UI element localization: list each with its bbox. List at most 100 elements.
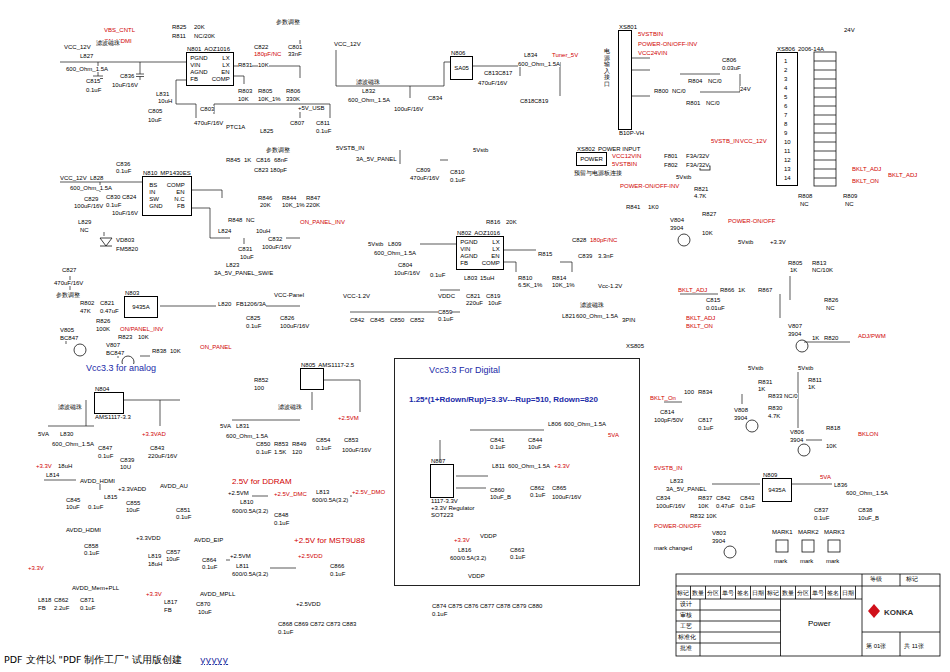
schematic-label: VDDC [438,293,455,299]
part-name: N807 [431,458,445,464]
schematic-label: 标准化 [678,634,696,640]
schematic-label: 0.47uF [100,308,119,314]
schematic-label: 5Vstb [798,365,813,371]
schematic-label: AVDD_EIP [194,537,223,543]
schematic-label: 5VSTBIN [638,31,663,37]
schematic-label: 600/0.5A(3.2) [232,571,268,577]
schematic-label: POWER-ON/OFF [654,523,701,529]
schematic-label: L813 [316,489,329,495]
pin-name: COMP [482,260,500,267]
schematic-label: C826 [280,315,294,321]
schematic-label: 4 [784,85,787,91]
schematic-label: VCC24VIN [638,50,667,56]
schematic-label: C842 [350,317,364,323]
schematic-label: ON/PANEL_INV [120,326,163,332]
schematic-label: C818 [520,98,534,104]
schematic-label: 1K [738,287,745,293]
schematic-label: 滤波磁珠 [580,302,604,308]
schematic-label: 0.1uF [80,605,95,611]
schematic-label: BKLT_ON [686,323,713,329]
schematic-label: L831 [236,423,249,429]
schematic-label: C850 [256,441,270,447]
schematic-label: R814 [552,275,566,281]
schematic-label: 0.1uF [98,453,113,459]
schematic-label: C853 [344,437,358,443]
schematic-label: C816 [256,157,270,163]
schematic-label: BKLON [858,431,878,437]
component-box: N8039435A [124,296,158,318]
schematic-label: 0.1uF [106,202,121,208]
schematic-label: 0.1uF [432,611,447,617]
schematic-label: R823 [118,334,132,340]
schematic-label: 0.1uF [814,515,829,521]
wire [232,380,360,420]
schematic-label: 100uF/16V [656,503,685,509]
pin-name: PGND [460,239,477,246]
schematic-label: L806 [548,421,561,427]
wire [60,40,330,118]
mark-symbol [828,540,840,552]
schematic-label: Power [808,620,831,628]
schematic-label: VBS_CNTL [104,27,135,33]
schematic-label: AVDD_HDMI [66,527,101,533]
schematic-label: 20K [260,202,271,208]
component-box: N802AOZ1016PGNDLXVINLXAGNDENFBCOMP [456,236,504,270]
schematic-label: 0.1uF [438,316,453,322]
schematic-label: R804 [688,78,702,84]
schematic-label: R815 [538,251,552,257]
schematic-label: C860 [490,487,504,493]
schematic-label: 0.1uF [740,503,755,509]
part-name: N805 [301,362,315,368]
schematic-label: 10uF_B [490,494,511,500]
schematic-label: C807 [290,120,304,126]
schematic-label: 220uF/16V [148,453,177,459]
schematic-label: Vcc3.3 for analog [86,364,156,373]
schematic-label: VCC12VIN [612,153,641,159]
schematic-label: 8 [784,121,787,127]
pin-name: EN [167,189,185,196]
schematic-label: 0.03uF [722,65,741,71]
schematic-label: 1K0 [648,204,659,210]
schematic-label: C804 [398,262,412,268]
part-heading: N810MP1430ES [143,170,194,177]
wire [440,430,544,488]
schematic-label: V805 [60,327,74,333]
schematic-label: 470uF/16V [478,80,507,86]
schematic-label: R853 [274,441,288,447]
schematic-label: C864 [202,557,216,563]
schematic-label: C868 [278,621,292,627]
part-heading: XS8062006-14A [777,46,827,53]
pin-name: VIN [460,246,477,253]
schematic-label: 10uF [528,444,542,450]
schematic-label: C801 [288,44,302,50]
schematic-label: 共 11张 [904,643,924,649]
schematic-label: BKLT_ADJ [686,315,715,321]
schematic-label: 1K [790,267,797,273]
transistor-symbol [678,234,690,246]
schematic-label: 10K [138,334,149,340]
schematic-label: C832 [268,236,282,242]
schematic-label: C854 [316,437,330,443]
schematic-label: BKLT_ON [852,178,879,184]
schematic-label: 600/0.5A(3.2) [450,555,486,561]
part-name: AOZ1016 [204,46,230,52]
schematic-label: L823 [226,262,239,268]
schematic-label: 100 [684,389,694,395]
schematic-label: 0.1uF [202,564,217,570]
pin-name: SA05 [454,65,469,72]
transistor-symbol [74,344,86,356]
schematic-label: NC/0 [672,88,686,94]
schematic-label: 5Vstb [473,147,488,153]
pin-name: IN [149,189,162,196]
schematic-label: 120 [292,449,302,455]
schematic-label: 600_Ohm_1.5A [374,250,416,256]
schematic-label: C810 [450,169,464,175]
schematic-label: 等级 [870,576,882,582]
schematic-label: C841 [490,437,504,443]
component-box: N804AMS1117-3.3 [94,392,124,414]
schematic-label: C828 [572,237,586,243]
schematic-label: 600_Ohm_1.5A [348,97,390,103]
schematic-label: +3.3V [28,565,44,571]
schematic-label: NC/0 [784,393,798,399]
pin-list: 9435A [766,486,787,495]
